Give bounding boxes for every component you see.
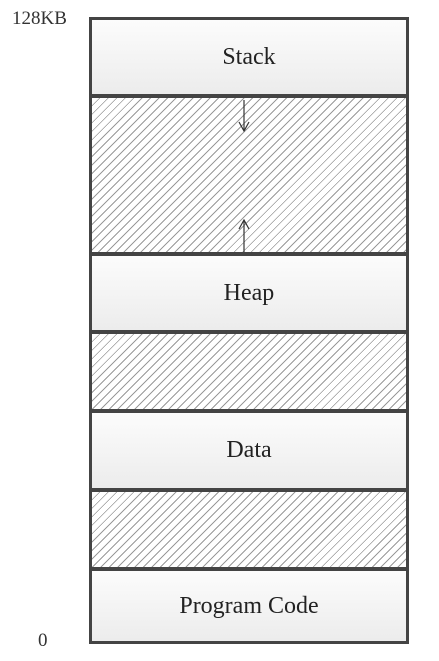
address-bottom-label: 0 [38, 630, 48, 651]
address-top-label: 128KB [12, 8, 67, 29]
arrow-up-icon [238, 218, 250, 252]
segment-program-code: Program Code [92, 571, 406, 641]
arrow-down-icon [238, 100, 250, 132]
segment-label-program-code: Program Code [179, 592, 319, 619]
segment-free-space-1 [92, 98, 406, 256]
memory-layout-diagram: Stack Heap Data Program Code [89, 17, 409, 644]
segment-stack: Stack [92, 20, 406, 98]
segment-label-data: Data [226, 437, 272, 463]
segment-label-heap: Heap [223, 279, 275, 306]
segment-heap: Heap [92, 256, 406, 334]
segment-data: Data [92, 413, 406, 492]
segment-free-space-3 [92, 492, 406, 571]
segment-label-stack: Stack [222, 43, 276, 70]
segment-free-space-2 [92, 334, 406, 413]
